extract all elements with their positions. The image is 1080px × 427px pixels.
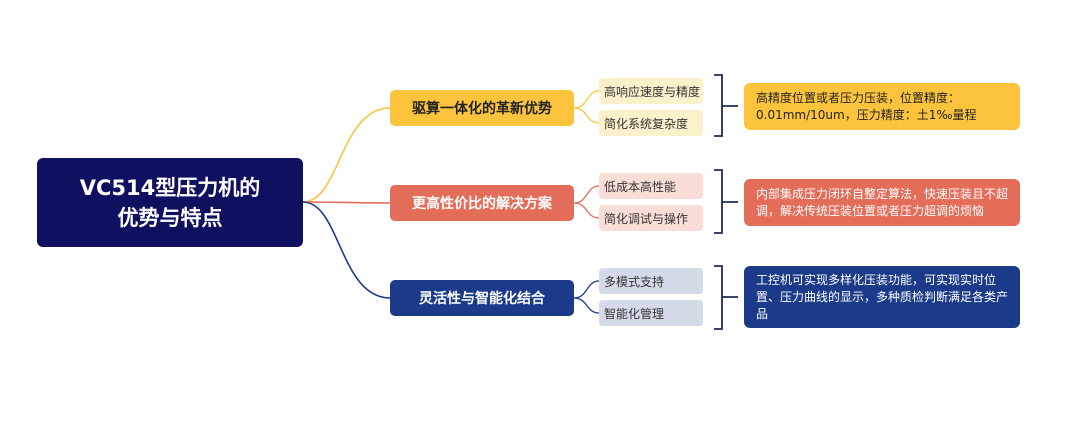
branch-node-1[interactable]: 驱算一体化的革新优势 [390, 90, 574, 126]
detail-box-3[interactable]: 工控机可实现多样化压装功能，可实现实时位置、压力曲线的显示，多种质检判断满足各类… [744, 266, 1020, 328]
connector-branch1-leaf1 [573, 90, 600, 109]
connector-root-branch-3 [302, 201, 391, 299]
branch-node-2[interactable]: 更高性价比的解决方案 [390, 185, 574, 221]
bracket-1 [714, 74, 738, 137]
branch-node-3[interactable]: 灵活性与智能化结合 [390, 280, 574, 316]
bracket-2 [714, 169, 738, 234]
leaf-node-2-1[interactable]: 低成本高性能 [599, 173, 703, 199]
root-node[interactable]: VC514型压力机的 优势与特点 [37, 158, 303, 247]
leaf-node-3-2[interactable]: 智能化管理 [599, 300, 703, 326]
detail-box-1[interactable]: 高精度位置或者压力压装，位置精度：0.01mm/10um，压力精度：土1‰量程 [744, 83, 1020, 130]
connector-branch2-leaf2 [573, 202, 600, 219]
connector-root-branch-2 [302, 201, 391, 204]
root-title-line1: VC514型压力机的 [79, 175, 261, 200]
bracket-3 [714, 265, 738, 330]
leaf-node-3-1[interactable]: 多模式支持 [599, 268, 703, 294]
leaf-node-2-2[interactable]: 简化调试与操作 [599, 205, 703, 231]
root-title-line2: 优势与特点 [117, 205, 223, 230]
connector-root-branch-1 [302, 107, 391, 203]
detail-box-2[interactable]: 内部集成压力闭环自整定算法，快速压装且不超调，解决传统压装位置或者压力超调的烦恼 [744, 179, 1020, 226]
connector-branch1-leaf2 [573, 107, 600, 124]
connector-branch3-leaf1 [573, 280, 600, 299]
connector-branch2-leaf1 [573, 185, 600, 204]
leaf-node-1-1[interactable]: 高响应速度与精度 [599, 78, 703, 104]
connector-branch3-leaf2 [573, 297, 600, 314]
leaf-node-1-2[interactable]: 简化系统复杂度 [599, 110, 703, 136]
